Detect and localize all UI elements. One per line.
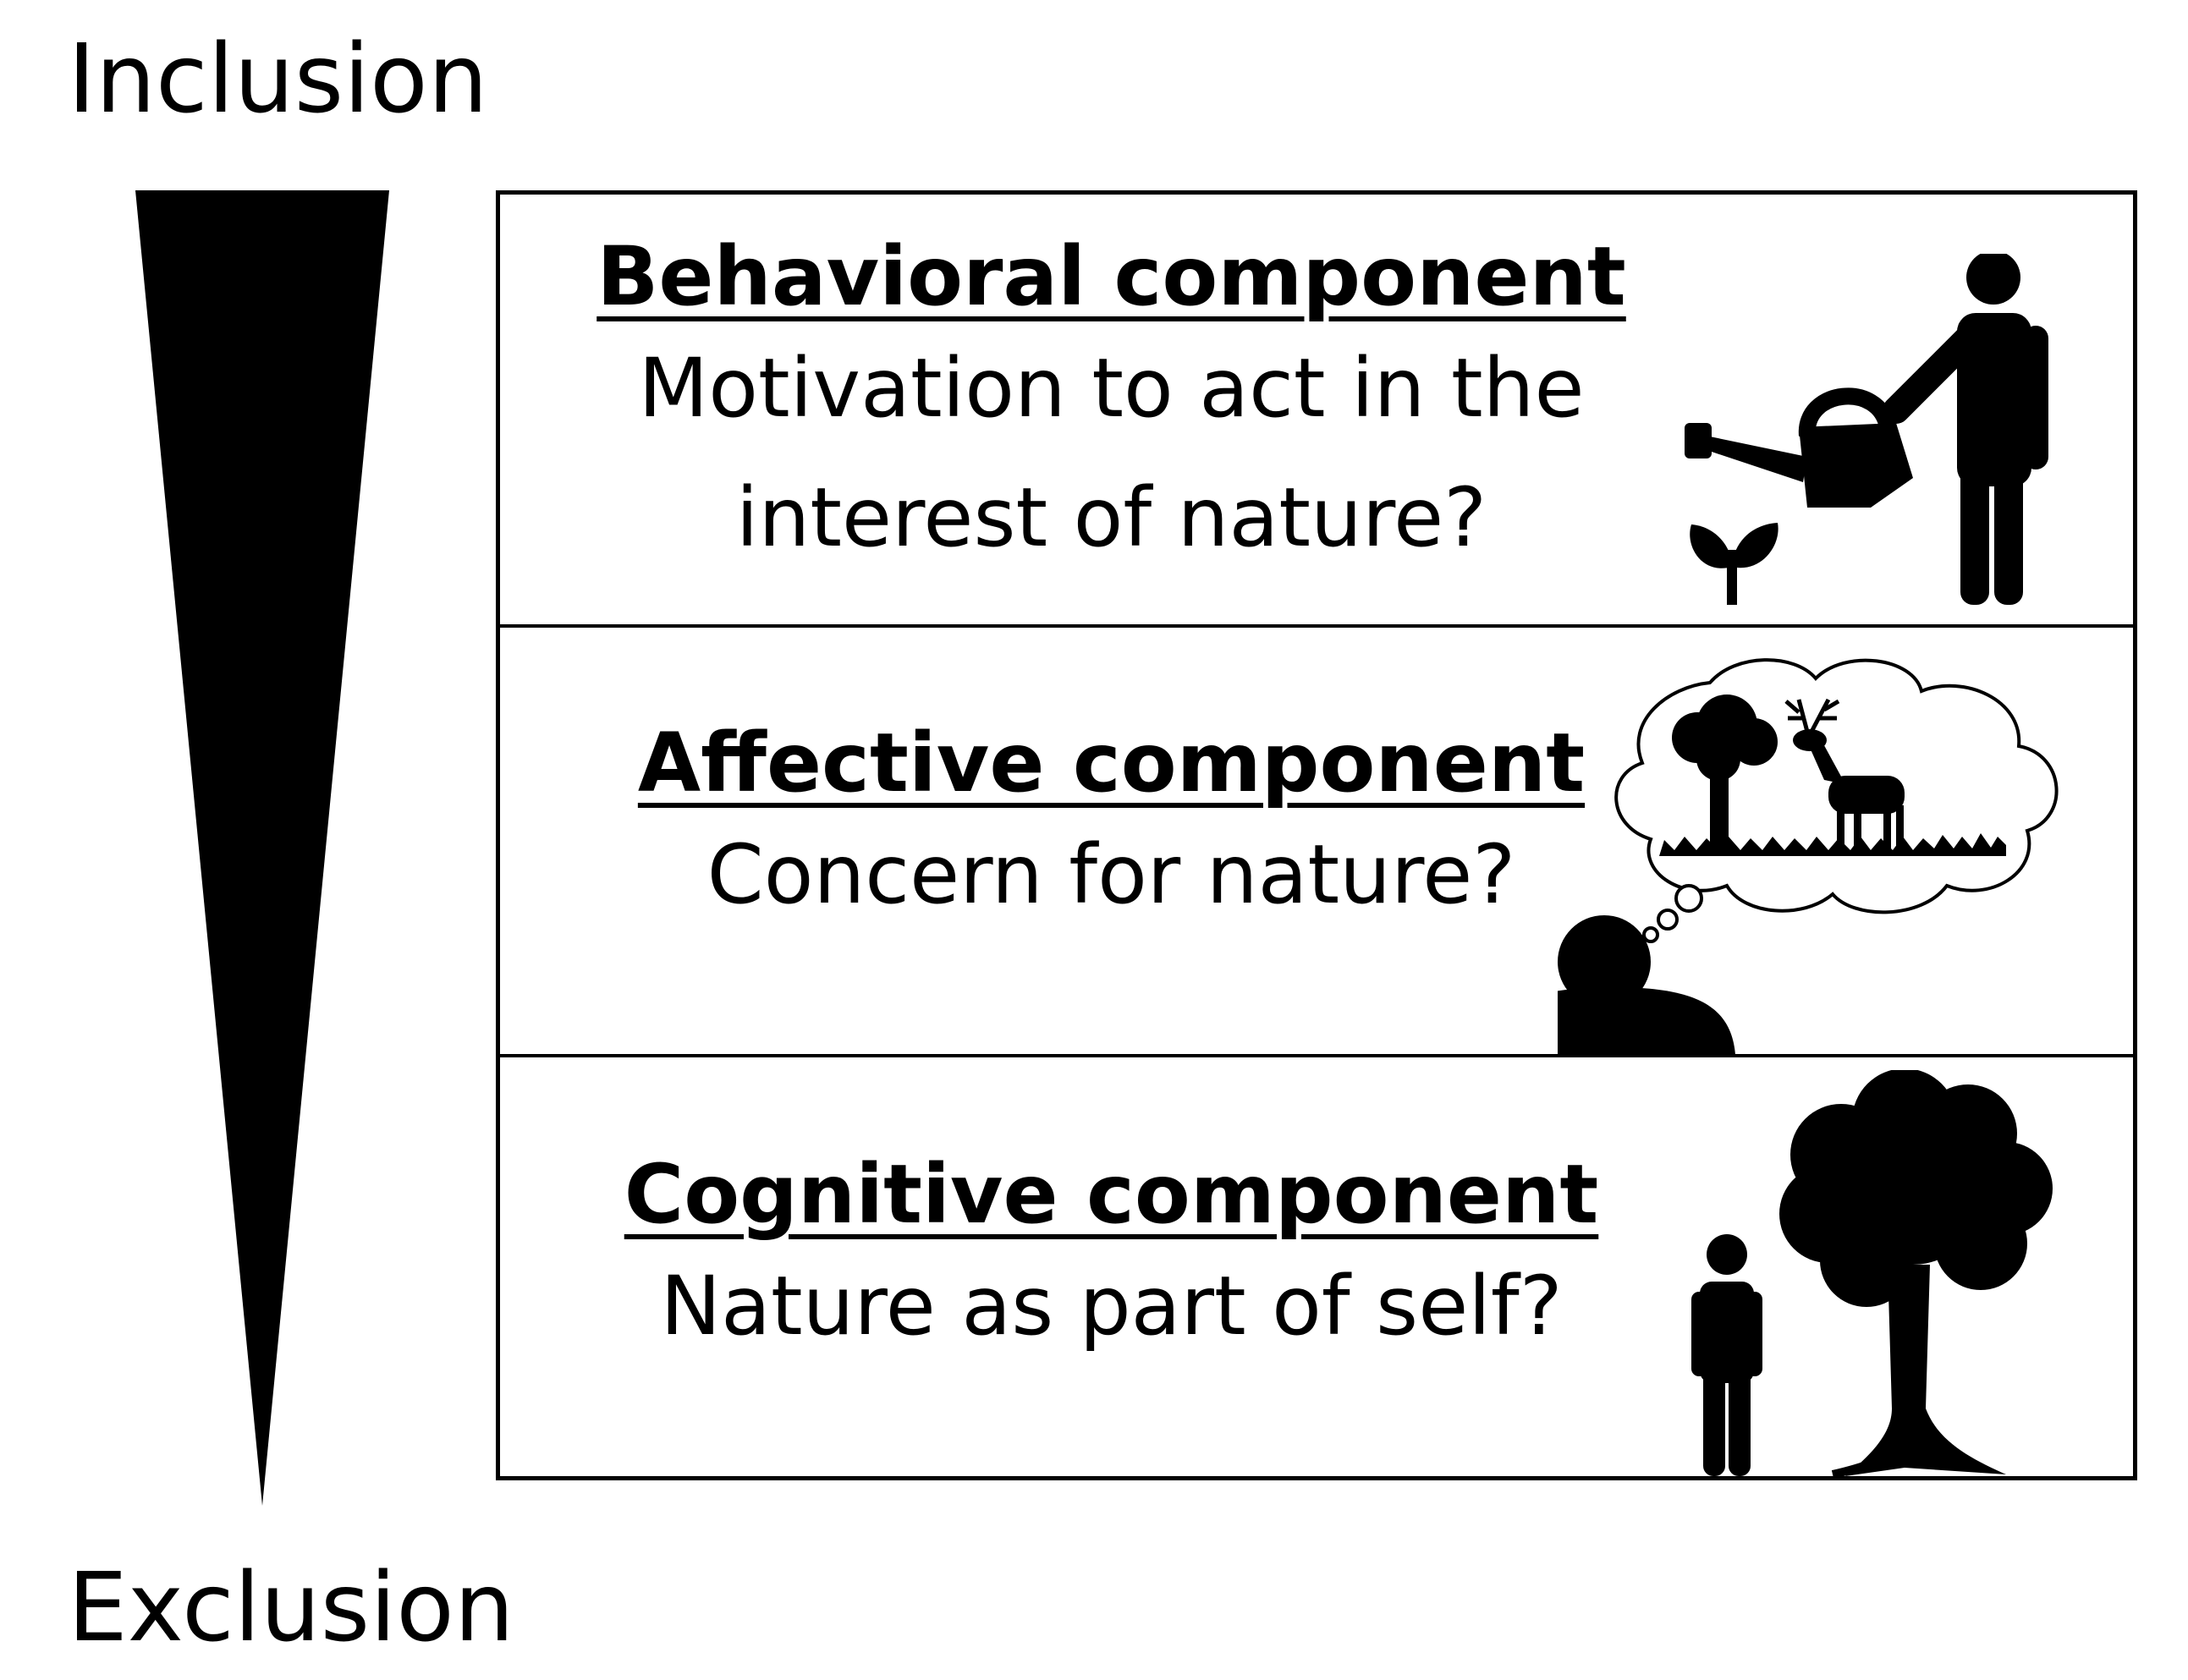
cognitive-text: Cognitive component Nature as part of se… <box>500 1150 1723 1371</box>
behavioral-component-row: Behavioral component Motivation to act i… <box>500 195 2133 624</box>
behavioral-text: Behavioral component Motivation to act i… <box>500 229 1723 584</box>
person-watering-plant-icon <box>1685 254 2048 605</box>
affective-heading: Affective component <box>637 716 1586 810</box>
inclusion-exclusion-wedge <box>135 190 389 1506</box>
inclusion-label: Inclusion <box>68 25 488 135</box>
affective-component-row: Affective component Concern for nature? <box>500 624 2133 1055</box>
exclusion-label: Exclusion <box>68 1553 514 1663</box>
behavioral-heading: Behavioral component <box>596 229 1626 324</box>
affective-question: Concern for nature? <box>706 826 1516 922</box>
person-beside-tree-icon <box>1691 1070 2053 1479</box>
components-panel: Behavioral component Motivation to act i… <box>496 190 2137 1480</box>
cognitive-heading: Cognitive component <box>624 1147 1599 1242</box>
affective-text: Affective component Concern for nature? <box>500 716 1723 940</box>
person-thinking-of-nature-icon <box>1558 658 2059 1055</box>
cognitive-question: Nature as part of self? <box>660 1258 1563 1353</box>
behavioral-question: Motivation to act in the interest of nat… <box>638 340 1585 566</box>
cognitive-component-row: Cognitive component Nature as part of se… <box>500 1054 2133 1479</box>
